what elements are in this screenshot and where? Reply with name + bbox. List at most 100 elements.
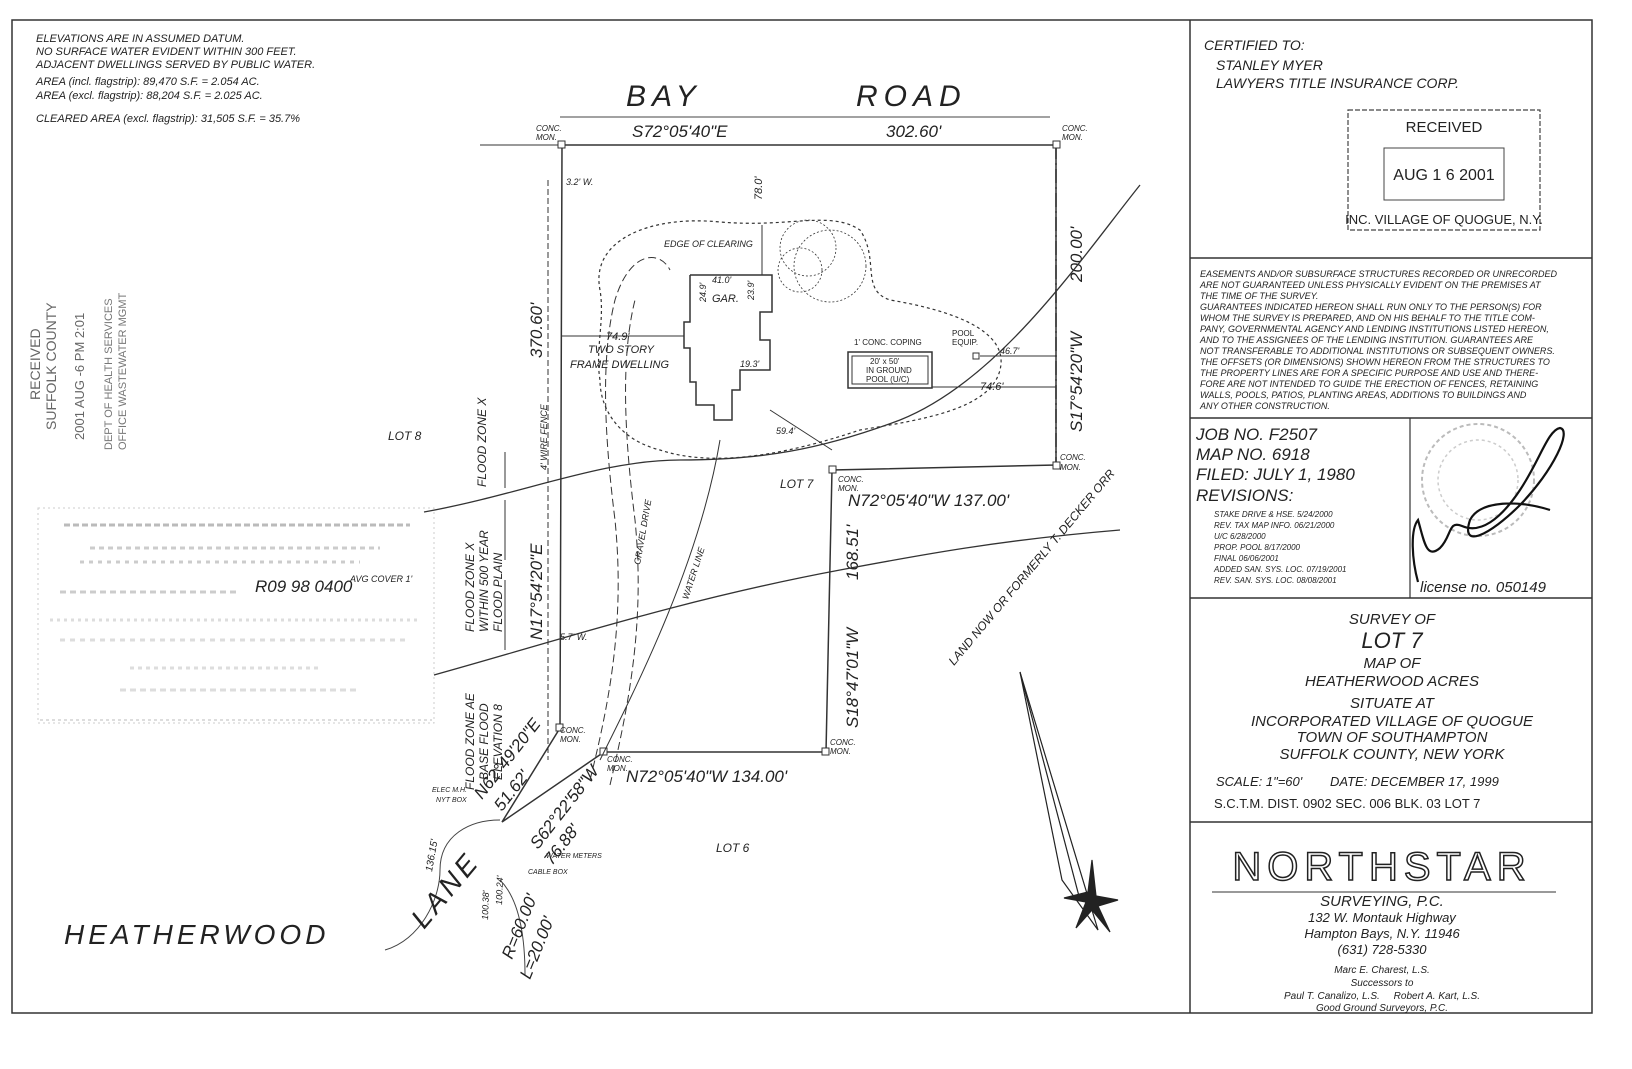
road-name: HEATHERWOOD <box>64 919 329 950</box>
certified-party: LAWYERS TITLE INSURANCE CORP. <box>1216 75 1459 91</box>
bearing-label: N17°54'20"E <box>527 543 546 640</box>
monument-label: CONC. <box>1060 453 1086 462</box>
situate-label: SITUATE AT <box>1350 695 1436 712</box>
bearing-label: S72°05'40"E <box>632 122 728 141</box>
heatherwood-lane: HEATHERWOOD LANE <box>64 819 526 976</box>
fence-label: 4' WIRE FENCE <box>539 403 549 470</box>
disclaimer-line: NOT TRANSFERABLE TO ADDITIONAL INSTITUTI… <box>1200 346 1555 356</box>
monument-label: CONC. <box>1062 124 1088 133</box>
concrete-monuments <box>555 140 1061 756</box>
flood-zone-label: ELEVATION 8 <box>491 704 505 780</box>
revision-entry: REV. SAN. SYS. LOC. 08/08/2001 <box>1214 576 1337 585</box>
pool-label: 20' x 50' <box>870 357 900 366</box>
suffolk-received-stamp: RECEIVED SUFFOLK COUNTY 2001 AUG -6 PM 2… <box>27 292 129 450</box>
clearing-label: EDGE OF CLEARING <box>664 239 753 249</box>
monument-label: MON. <box>607 764 628 773</box>
monument-label: MON. <box>830 747 851 756</box>
note-line: ADJACENT DWELLINGS SERVED BY PUBLIC WATE… <box>35 59 315 71</box>
bearing-label: 302.60' <box>886 122 942 141</box>
disclaimer-line: GUARANTEES INDICATED HEREON SHALL RUN ON… <box>1200 302 1542 312</box>
monument-label: CONC. <box>830 738 856 747</box>
certified-to-label: CERTIFIED TO: <box>1204 37 1305 53</box>
note-line: AREA (incl. flagstrip): 89,470 S.F. = 2.… <box>35 76 260 88</box>
firm-subtitle: SURVEYING, P.C. <box>1320 893 1444 910</box>
received-date: AUG 1 6 2001 <box>1393 167 1495 184</box>
stamp-line: 2001 AUG -6 PM 2:01 <box>72 313 87 440</box>
job-number: JOB NO. F2507 <box>1195 425 1317 444</box>
road-name: ROAD <box>856 80 967 113</box>
dim-label: 59.4' <box>776 426 796 436</box>
disclaimer-line: EASEMENTS AND/OR SUBSURFACE STRUCTURES R… <box>1200 269 1558 279</box>
dim-label: 23.9' <box>746 280 756 301</box>
surveyor-signature <box>1411 426 1565 583</box>
disclaimer-line: ARE NOT GUARANTEED UNLESS PHYSICALLY EVI… <box>1199 280 1542 290</box>
lot-title: LOT 7 <box>1361 628 1423 653</box>
filed-date: FILED: JULY 1, 1980 <box>1196 465 1355 484</box>
garage-label: GAR. <box>712 293 739 305</box>
utility-label: ELEC M.H. <box>432 787 467 794</box>
general-notes: ELEVATIONS ARE IN ASSUMED DATUM. NO SURF… <box>35 33 315 125</box>
easement-disclaimer: EASEMENTS AND/OR SUBSURFACE STRUCTURES R… <box>1199 269 1558 411</box>
pool-label: POOL (U/C) <box>866 375 910 384</box>
monument-label: MON. <box>1060 463 1081 472</box>
bearing-label: S17°54'20"W <box>1067 330 1086 432</box>
gravel-drive <box>589 257 671 786</box>
bearing-label: 168.51' <box>843 524 862 580</box>
flood-zone-label: FLOOD ZONE AE <box>463 692 477 790</box>
bay-road: BAY ROAD <box>560 80 1050 118</box>
health-dept-approval-stamp: R09 98 0400 AVG COVER 1' <box>37 507 435 724</box>
note-line: ELEVATIONS ARE IN ASSUMED DATUM. <box>36 33 244 45</box>
monument-label: MON. <box>1062 133 1083 142</box>
stamp-cover-note: AVG COVER 1' <box>349 574 413 584</box>
license-number: license no. 050149 <box>1420 579 1547 596</box>
survey-title: SURVEY OF LOT 7 MAP OF HEATHERWOOD ACRES… <box>1251 611 1534 763</box>
dim-label: 46.7' <box>1000 346 1020 356</box>
lot-label: LOT 7 <box>780 477 815 491</box>
stamp-ref-number: R09 98 0400 <box>255 577 353 596</box>
dwelling-footprint: GAR. TWO STORY FRAME DWELLING 41.0' 23.9… <box>562 176 833 451</box>
note-line: AREA (excl. flagstrip): 88,204 S.F. = 2.… <box>35 90 263 102</box>
dim-label: 24.9' <box>698 282 708 303</box>
road-name: LANE <box>405 846 486 934</box>
dim-label: 78.0' <box>753 176 765 200</box>
survey-date: DATE: DECEMBER 17, 1999 <box>1330 774 1499 789</box>
dwelling-label: TWO STORY <box>588 344 655 356</box>
disclaimer-line: THE OFFSETS (OR DIMENSIONS) SHOWN HEREON… <box>1200 357 1550 367</box>
pool-equip-label: EQUIP. <box>952 338 978 347</box>
county-name: SUFFOLK COUNTY, NEW YORK <box>1279 746 1505 763</box>
offset-label: 5.7' W. <box>560 632 587 642</box>
subdivision-name: HEATHERWOOD ACRES <box>1305 673 1479 690</box>
monument-label: CONC. <box>560 726 586 735</box>
map-of-label: MAP OF <box>1364 655 1422 672</box>
utility-label: WATER METERS <box>546 853 602 860</box>
note-line: NO SURFACE WATER EVIDENT WITHIN 300 FEET… <box>36 46 297 58</box>
bearing-label: N72°05'40"W 137.00' <box>848 491 1010 510</box>
disclaimer-line: PANY, GOVERNMENTAL AGENCY AND LENDING IN… <box>1200 324 1549 334</box>
dim-label: 100.24' <box>494 875 505 905</box>
revision-entry: U/C 6/28/2000 <box>1214 532 1266 541</box>
monument-label: CONC. <box>607 755 633 764</box>
revision-entry: ADDED SAN. SYS. LOC. 07/19/2001 <box>1213 565 1347 574</box>
firm-address: 132 W. Montauk Highway <box>1308 910 1457 925</box>
dim-label: 74.9' <box>606 331 630 343</box>
town-name: TOWN OF SOUTHAMPTON <box>1297 729 1488 746</box>
firm-address: Hampton Bays, N.Y. 11946 <box>1304 926 1460 941</box>
disclaimer-line: THE TIME OF THE SURVEY. <box>1200 291 1318 301</box>
job-info: JOB NO. F2507 MAP NO. 6918 FILED: JULY 1… <box>1195 425 1355 505</box>
scale-label: SCALE: 1"=60' <box>1216 774 1303 789</box>
dim-label: 74.6' <box>980 381 1004 393</box>
bearing-label: 200.00' <box>1067 226 1086 283</box>
tree-cluster <box>777 219 867 303</box>
pool-coping-label: 1' CONC. COPING <box>854 338 922 347</box>
gravel-drive-label: GRAVEL DRIVE <box>632 498 653 566</box>
flood-zone-label: FLOOD PLAIN <box>491 552 505 632</box>
certified-party: STANLEY MYER <box>1216 57 1323 73</box>
monument-label: MON. <box>560 735 581 744</box>
village-name: INCORPORATED VILLAGE OF QUOGUE <box>1251 713 1534 730</box>
predecessor-firm: Good Ground Surveyors, P.C. <box>1316 1003 1448 1014</box>
firm-logo: NORTHSTAR <box>1232 845 1531 889</box>
surveyor-firm: NORTHSTAR SURVEYING, P.C. 132 W. Montauk… <box>1212 844 1556 1014</box>
revision-list: STAKE DRIVE & HSE. 5/24/2000 REV. TAX MA… <box>1213 510 1347 585</box>
scale-and-date: SCALE: 1"=60' DATE: DECEMBER 17, 1999 S.… <box>1214 774 1499 811</box>
